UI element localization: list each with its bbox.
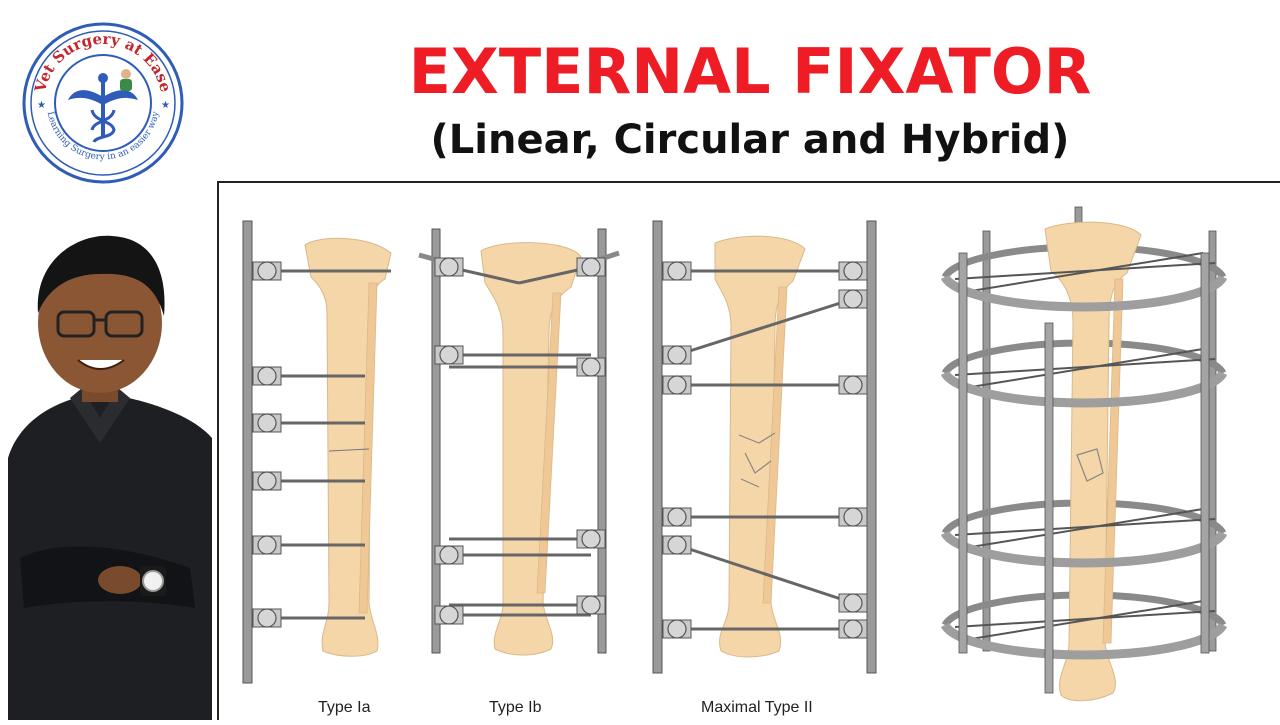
maximal-type-ii-fixator xyxy=(653,221,876,673)
caption-type-ia: Type Ia xyxy=(318,699,370,717)
svg-text:★: ★ xyxy=(161,100,170,111)
fixator-illustration xyxy=(219,183,1280,720)
caption-maximal-type-ii: Maximal Type II xyxy=(701,699,813,717)
caption-type-ib: Type Ib xyxy=(489,699,541,717)
page-subtitle: (Linear, Circular and Hybrid) xyxy=(380,114,1120,166)
circular-fixator xyxy=(945,207,1223,701)
type-ib-fixator xyxy=(419,229,619,655)
svg-text:★: ★ xyxy=(37,100,46,111)
channel-logo: Vet Surgery at Ease Learning Surgery in … xyxy=(22,22,184,184)
page-title: EXTERNAL FIXATOR xyxy=(380,36,1120,108)
type-ia-fixator xyxy=(243,221,391,683)
fixator-figure-panel: Type Ia Type Ib Maximal Type II xyxy=(217,181,1280,720)
presenter-photo xyxy=(0,228,215,720)
